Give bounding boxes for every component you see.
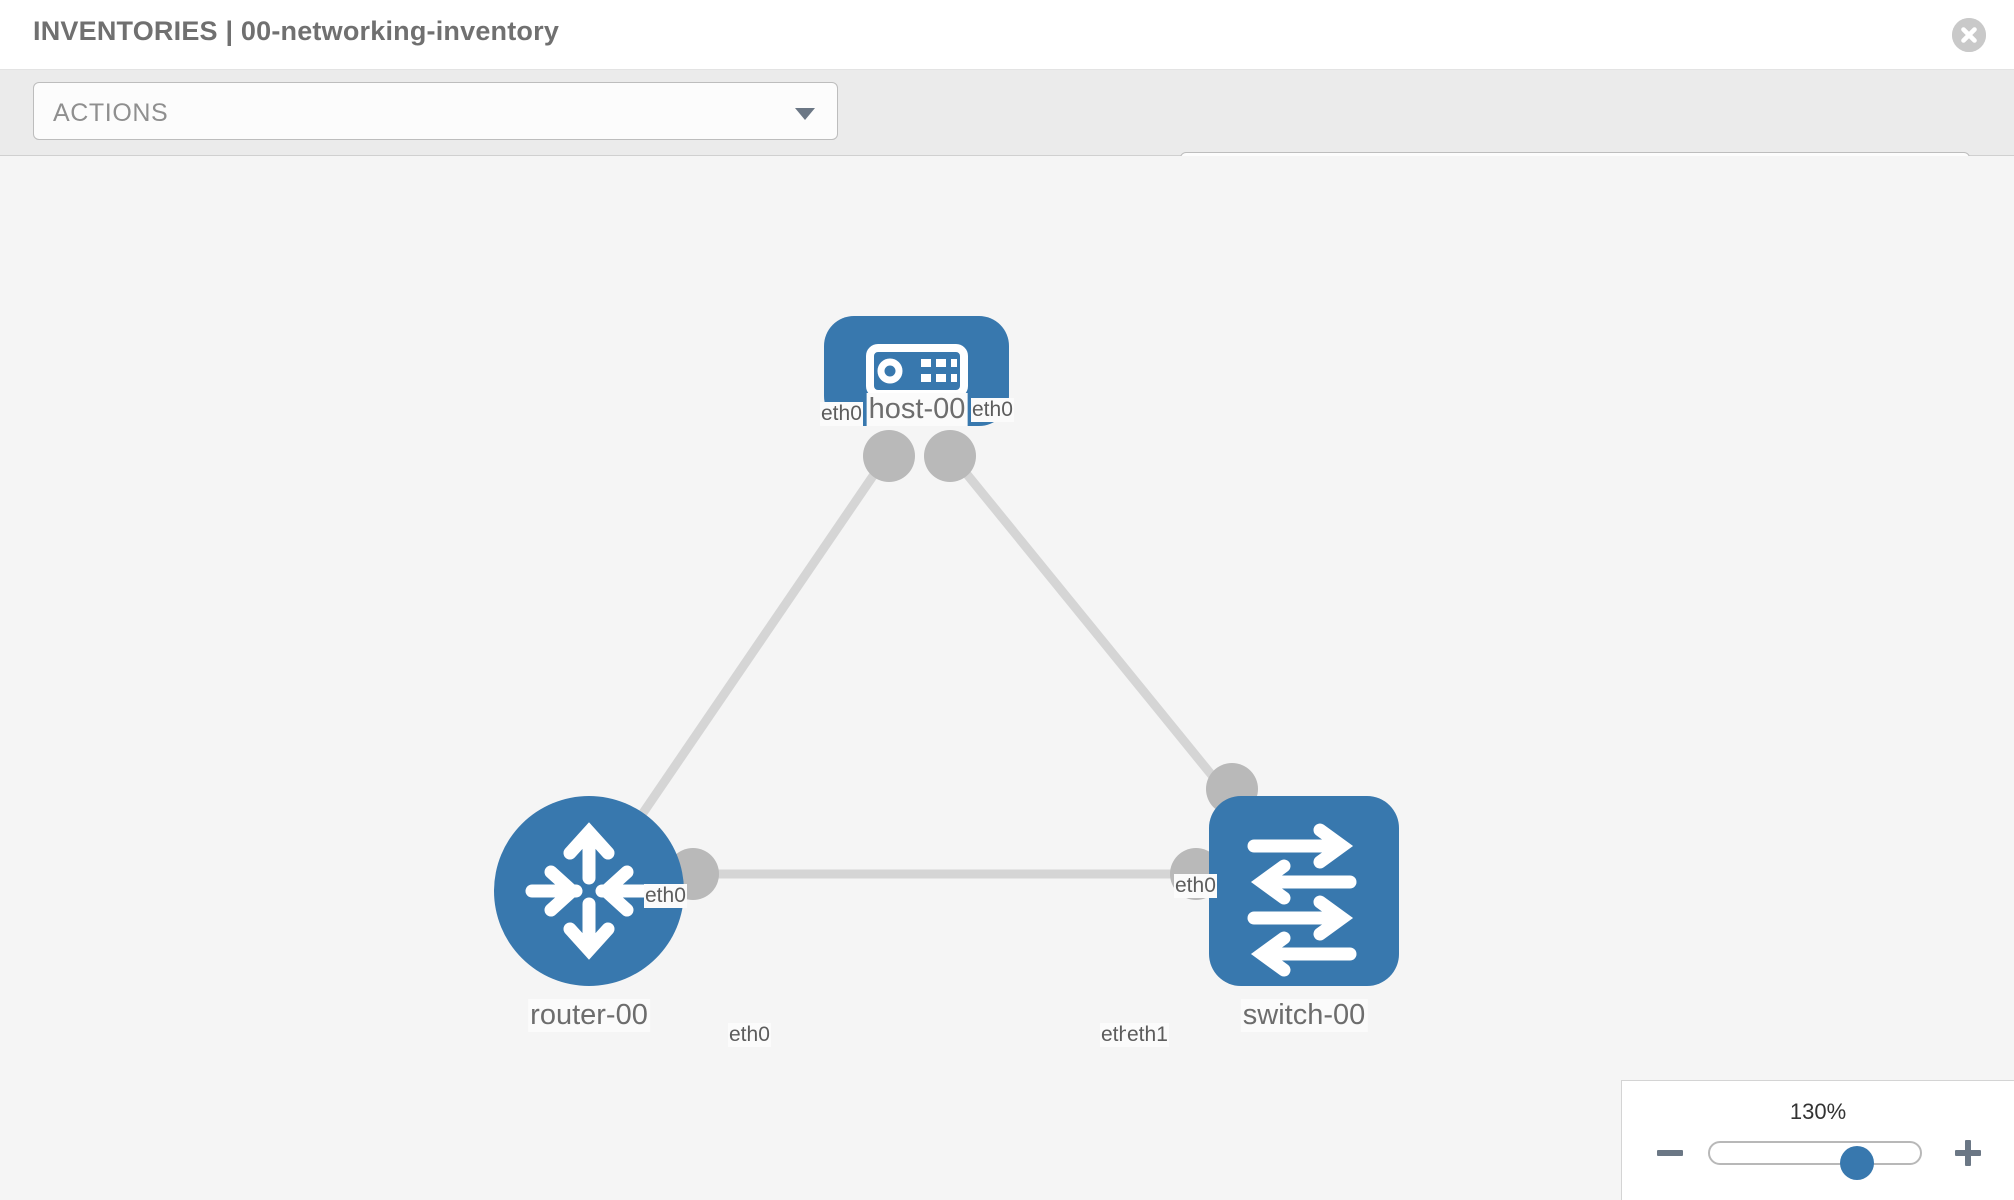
actions-dropdown[interactable]: ACTIONS <box>33 82 838 140</box>
interface-label-host00-eth0-left: eth0 <box>820 402 863 426</box>
edge-host00-switch00[interactable] <box>944 448 1249 819</box>
zoom-slider-thumb[interactable] <box>1840 1146 1874 1180</box>
close-icon[interactable] <box>1952 18 1986 52</box>
node-switch-00[interactable] <box>1209 796 1399 986</box>
interface-label-router00-eth0: eth0 <box>728 1023 771 1047</box>
zoom-percent-label: 130% <box>1789 1099 1847 1124</box>
interface-label-router00-eth0-uplink: eth0 <box>644 884 687 908</box>
chevron-down-icon <box>795 108 815 120</box>
minus-icon[interactable] <box>1654 1137 1686 1169</box>
page-header: INVENTORIES | 00-networking-inventory <box>0 0 2014 70</box>
interface-label-host00-eth0-right: eth0 <box>971 398 1014 422</box>
node-label-host-00: host-00 <box>866 393 968 426</box>
switch-arrows-icon <box>1247 823 1357 977</box>
actions-dropdown-label: ACTIONS <box>53 99 169 127</box>
node-router-00[interactable] <box>494 796 684 986</box>
topology-endpoints <box>667 430 1258 900</box>
close-circle-icon <box>1952 18 1986 52</box>
zoom-slider[interactable] <box>1708 1141 1922 1180</box>
router-arrows-icon <box>525 822 653 960</box>
page-title: INVENTORIES | 00-networking-inventory <box>33 16 560 46</box>
node-label-switch-00: switch-00 <box>1240 999 1368 1032</box>
toolbar: ACTIONS SEARCH <box>0 70 2014 210</box>
endpoint-host00-right[interactable] <box>924 430 976 482</box>
topology-canvas[interactable]: eth0 eth0 eth0 eth0 eth0 eth0 eth1 host-… <box>0 156 2014 1200</box>
node-label-router-00: router-00 <box>528 999 650 1032</box>
endpoint-host00-left[interactable] <box>863 430 915 482</box>
interface-label-switch00-eth0-uplink: eth0 <box>1174 874 1217 898</box>
zoom-slider-row <box>1622 1133 2014 1180</box>
topology-graph <box>494 316 1399 986</box>
topology-edges <box>596 448 1249 879</box>
zoom-control: 130% <box>1621 1080 2014 1200</box>
plus-icon[interactable] <box>1952 1137 1984 1169</box>
interface-label-switch00-eth1: eth1 <box>1126 1023 1169 1047</box>
edge-host00-router00[interactable] <box>596 448 894 879</box>
